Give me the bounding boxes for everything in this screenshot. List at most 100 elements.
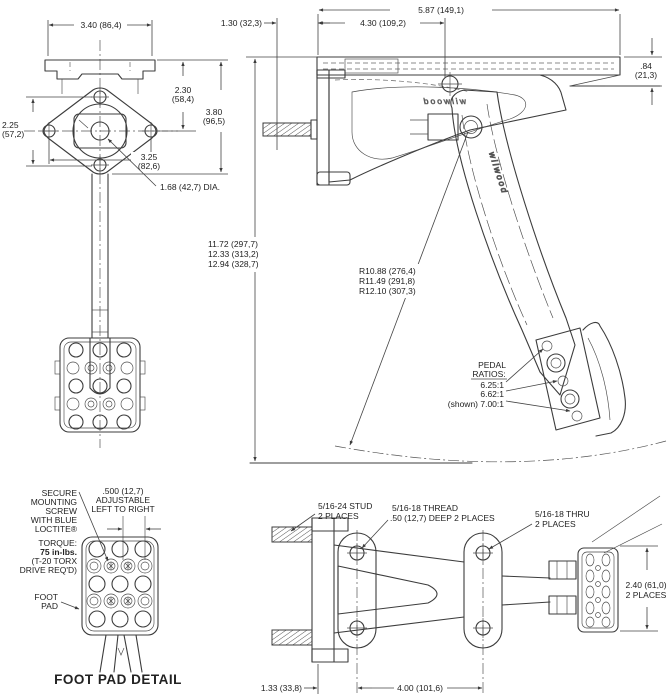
bracket-body-top xyxy=(333,544,465,634)
secure-note-line1: SECURE xyxy=(42,488,78,498)
dim-plate-drop-text: .84 xyxy=(640,61,652,71)
pedal-foot-side xyxy=(535,321,626,437)
dim-bolt-span-h-mm: (82,6) xyxy=(138,161,160,171)
dim-mount-span: 4.30 (109,2) xyxy=(318,18,446,78)
pedal-travel-arc xyxy=(334,440,667,463)
boss-right xyxy=(463,532,503,649)
foot-pad-label-line2: PAD xyxy=(41,601,58,611)
foot-pad-detail-pad xyxy=(81,536,159,673)
mount-flange-front xyxy=(44,59,156,80)
dim-boss-spacing: 4.00 (101,6) xyxy=(372,683,483,693)
dim-pad-height: 2.40 (61,0) 2 PLACES xyxy=(620,545,667,632)
secure-note-line2: MOUNTING xyxy=(31,497,77,507)
flange-bolt-holes xyxy=(40,88,160,174)
dim-mount-span-text: 4.30 (109,2) xyxy=(360,18,406,28)
thread-note: 5/16-18 THREAD .50 (12,7) DEEP 2 PLACES xyxy=(361,503,495,549)
stud-note-line1: 5/16-24 STUD xyxy=(318,501,372,511)
torque-note: TORQUE: 75 in-lbs. (T-20 TORX DRIVE REQ'… xyxy=(20,538,78,575)
pedal-arm-side: wilwood xyxy=(450,89,576,396)
secure-note-line3: SCREW xyxy=(45,506,77,516)
top-view: 5/16-24 STUD 2 PLACES 5/16-18 THREAD .50… xyxy=(261,495,667,696)
bore-dia-text: 1.68 (42,7) DIA. xyxy=(160,182,220,192)
thru-note-line1: 5/16-18 THRU xyxy=(535,509,590,519)
torque-note-line3: (T-20 TORX xyxy=(31,556,77,566)
foot-pad-front xyxy=(54,337,146,433)
dim-pad-height-places: 2 PLACES xyxy=(626,590,667,600)
pedal-arm-front xyxy=(91,173,109,339)
pedal-ratio-2: 6.62:1 xyxy=(480,389,504,399)
stud-note-line2: 2 PLACES xyxy=(318,511,359,521)
pedal-ratios-heading-2: RATIOS: xyxy=(472,369,505,379)
pedal-ratio-1: 6.25:1 xyxy=(480,380,504,390)
foot-pad-detail-view: SECURE MOUNTING SCREW WITH BLUE LOCTITE®… xyxy=(20,486,182,687)
height-option-2: 12.33 (313,2) xyxy=(208,249,259,259)
secure-note-line5: LOCTITE® xyxy=(35,524,78,534)
wilwood-logo-bracket: wilwood xyxy=(422,96,466,106)
dim-bolt-span-v-mm: (57,2) xyxy=(2,129,24,139)
detail-caption: FOOT PAD DETAIL xyxy=(54,672,182,687)
top-plate xyxy=(316,56,621,76)
dim-height-total-mm: (96,5) xyxy=(203,116,225,126)
front-view: 3.40 (86,4) 2.30 (58,4) 3.80 (96,5) 2.25… xyxy=(2,20,228,448)
dim-front-width-text: 3.40 (86,4) xyxy=(80,20,121,30)
thru-note-line2: 2 PLACES xyxy=(535,519,576,529)
dim-heights: 11.72 (297,7) 12.33 (313,2) 12.94 (328,7… xyxy=(205,56,317,462)
dim-stud-length: 1.30 (32,3) xyxy=(221,18,330,28)
foot-pad-top xyxy=(577,495,663,633)
thread-note-line2: .50 (12,7) DEEP 2 PLACES xyxy=(390,513,495,523)
mount-flange-top xyxy=(271,517,349,663)
pivot-bolt xyxy=(438,72,462,96)
dim-pad-height-text: 2.40 (61,0) xyxy=(625,580,666,590)
pedal-ratios-heading-1: PEDAL xyxy=(478,360,506,370)
dim-plate-drop: .84 (21,3) xyxy=(605,38,662,105)
dim-bolt-span-h-text: 3.25 xyxy=(141,152,158,162)
mount-flange-side xyxy=(262,69,351,186)
adjust-note-line1: .500 (12,7) xyxy=(102,486,143,496)
secure-note-line4: WITH BLUE xyxy=(31,515,78,525)
dim-front-width: 3.40 (86,4) xyxy=(47,20,153,56)
dim-height-upper: 2.30 (58,4) xyxy=(157,59,196,132)
dim-overall-width: 5.87 (149,1) xyxy=(317,5,621,55)
leader-bore-dia: 1.68 (42,7) DIA. xyxy=(107,138,220,192)
dim-height-upper-mm: (58,4) xyxy=(172,94,194,104)
stud-top-2 xyxy=(271,629,313,646)
wilwood-logo-arm: wilwood xyxy=(487,151,510,196)
dim-bolt-span-h: 3.25 (82,6) xyxy=(48,139,167,171)
foot-pad-label: FOOT PAD xyxy=(34,592,80,611)
height-option-3: 12.94 (328,7) xyxy=(208,259,259,269)
radius-option-3: R12.10 (307,3) xyxy=(359,286,416,296)
torque-note-line2: 75 in-lbs. xyxy=(40,547,77,557)
thru-note: 5/16-18 THRU 2 PLACES xyxy=(488,509,590,550)
adjust-note: .500 (12,7) ADJUSTABLE LEFT TO RIGHT xyxy=(91,486,161,560)
torque-note-line4: DRIVE REQ'D) xyxy=(20,565,78,575)
dim-flange-offset: 1.33 (33,8) xyxy=(261,664,372,694)
dim-flange-offset-text: 1.33 (33,8) xyxy=(261,683,302,693)
height-option-1: 11.72 (297,7) xyxy=(208,239,258,249)
stud-top-1 xyxy=(271,526,313,543)
dim-stud-length-text: 1.30 (32,3) xyxy=(221,18,262,28)
foot-pad-label-line1: FOOT xyxy=(34,592,58,602)
dim-bolt-span-v-text: 2.25 xyxy=(2,120,19,130)
dim-height-total-text: 3.80 xyxy=(206,107,223,117)
pedal-ratios: PEDAL RATIOS: 6.25:1 6.62:1 (shown) 7.00… xyxy=(448,348,571,413)
dim-overall-width-text: 5.87 (149,1) xyxy=(418,5,464,15)
boss-left xyxy=(337,532,377,649)
dim-height-total: 3.80 (96,5) xyxy=(112,59,228,175)
side-view: wilwood wilwood 5.87 (149,1) xyxy=(205,5,667,464)
dim-height-upper-text: 2.30 xyxy=(175,85,192,95)
arm-top xyxy=(501,560,577,615)
radius-option-2: R11.49 (291,8) xyxy=(359,276,415,286)
cylinder-boss xyxy=(73,113,127,149)
pedal-ratio-3: (shown) 7.00:1 xyxy=(448,399,504,409)
mounting-stud xyxy=(262,122,312,137)
dim-radii: R10.88 (276,4) R11.49 (291,8) R12.10 (30… xyxy=(349,131,469,446)
dim-boss-spacing-text: 4.00 (101,6) xyxy=(397,683,443,693)
dim-bolt-span-v: 2.25 (57,2) xyxy=(2,96,92,167)
pushrod-clevis xyxy=(410,113,483,141)
adjust-note-line3: LEFT TO RIGHT xyxy=(91,504,154,514)
dim-plate-drop-mm: (21,3) xyxy=(635,70,657,80)
center-bore xyxy=(72,103,128,159)
secure-note: SECURE MOUNTING SCREW WITH BLUE LOCTITE® xyxy=(31,488,109,562)
